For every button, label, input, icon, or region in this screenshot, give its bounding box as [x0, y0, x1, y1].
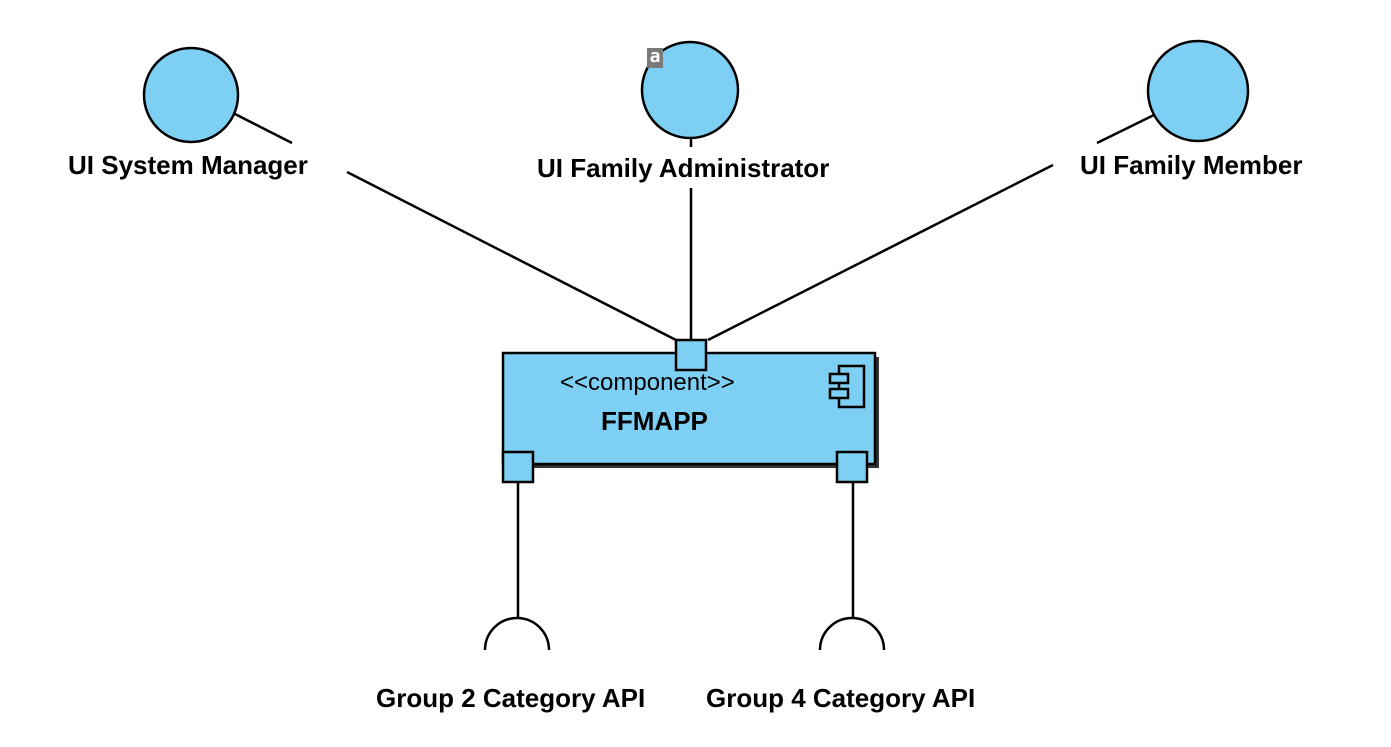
connector-system-manager-stem — [232, 111, 293, 145]
port-top[interactable] — [674, 338, 708, 372]
note-badge-icon: a — [647, 48, 663, 68]
label-group4-category-api: Group 4 Category API — [706, 683, 976, 713]
socket-group2-api[interactable] — [483, 616, 551, 651]
label-group2-category-api: Group 2 Category API — [376, 683, 646, 713]
socket-group4-api[interactable] — [818, 616, 886, 651]
component-icon — [828, 364, 866, 409]
interface-circle-family-member[interactable] — [1146, 39, 1250, 143]
label-ui-system-manager: UI System Manager — [68, 150, 308, 180]
component-name: FFMAPP — [601, 406, 708, 436]
component-stereotype: <<component>> — [560, 369, 735, 396]
connector-family-member — [707, 163, 1054, 342]
connector-system-manager — [346, 170, 677, 342]
label-ui-family-administrator: UI Family Administrator — [537, 153, 830, 183]
interface-circle-family-administrator[interactable] — [640, 40, 740, 140]
port-bottom-right[interactable] — [835, 450, 869, 484]
interface-circle-system-manager[interactable] — [142, 46, 240, 144]
connector-family-member-stem — [1096, 112, 1157, 145]
label-ui-family-member: UI Family Member — [1080, 150, 1303, 180]
port-bottom-left[interactable] — [501, 450, 535, 484]
